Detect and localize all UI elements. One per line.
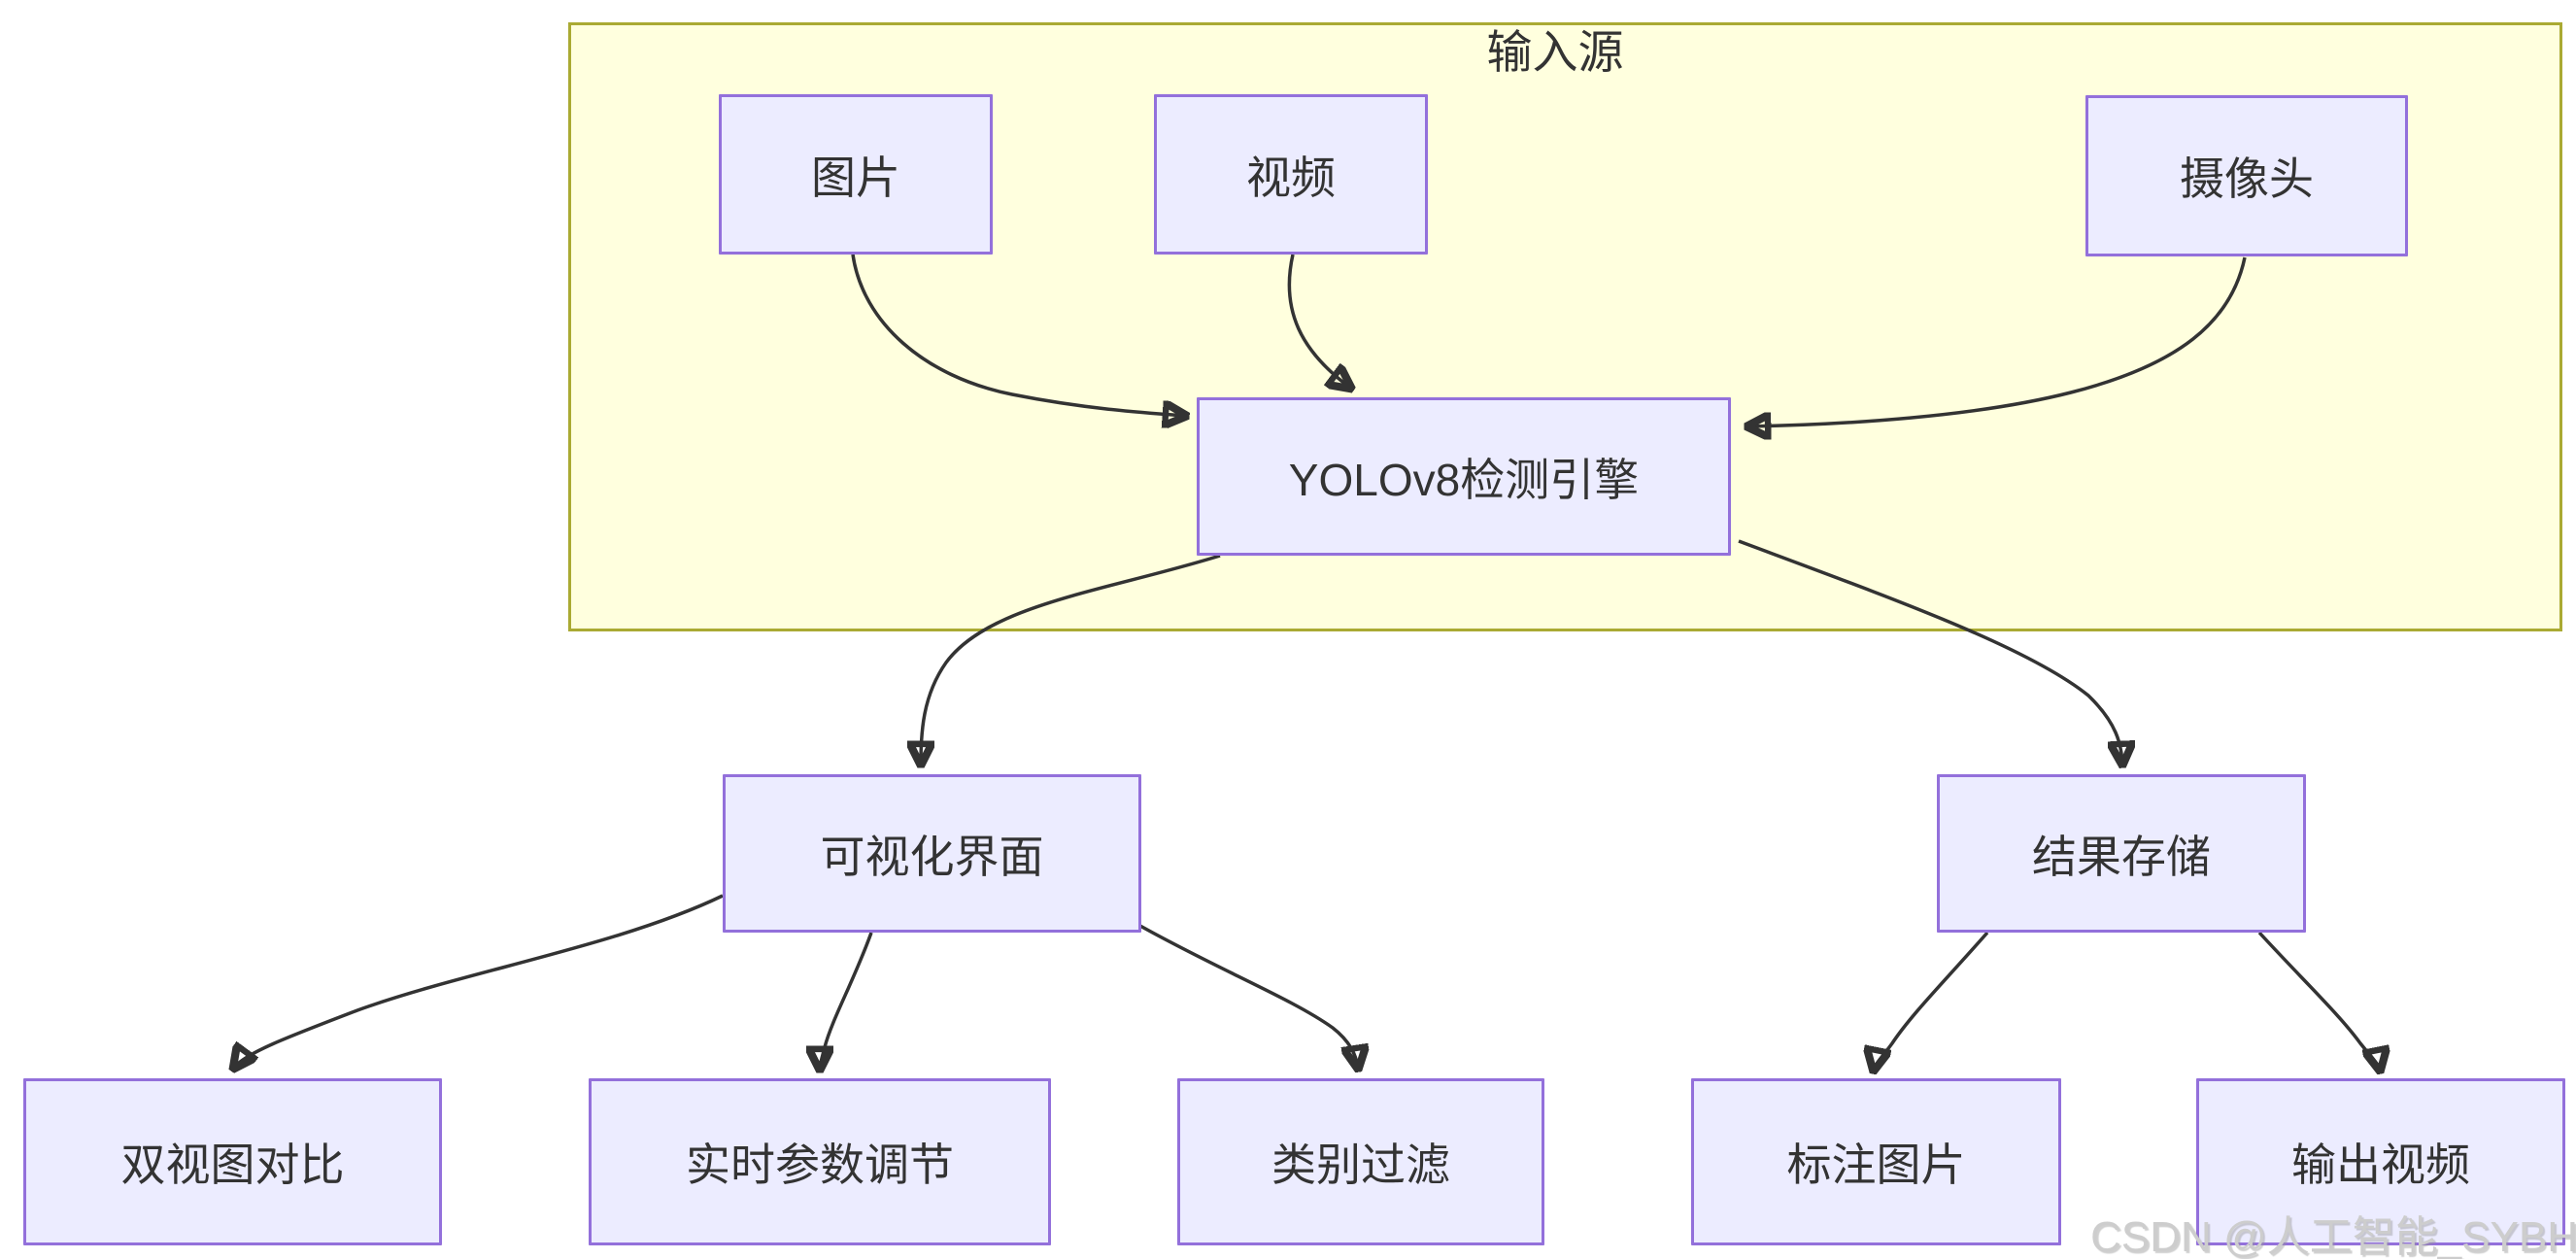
edge-storage-to-output <box>2257 931 2380 1070</box>
node-output-video-label: 输出视频 <box>2291 1140 2470 1190</box>
node-camera: 摄像头 <box>2085 95 2408 256</box>
node-class-filter: 类别过滤 <box>1177 1078 1544 1245</box>
node-video-label: 视频 <box>1246 152 1336 203</box>
node-param-tuning-label: 实时参数调节 <box>686 1140 954 1190</box>
edge-engine-to-storage <box>1738 539 2122 764</box>
node-class-filter-label: 类别过滤 <box>1271 1140 1450 1190</box>
csdn-watermark: CSDN @人工智能_SYBH <box>2090 1213 2576 1259</box>
edge-ui-to-dual-view <box>234 894 724 1068</box>
node-image: 图片 <box>719 94 993 255</box>
node-dual-view-label: 双视图对比 <box>120 1140 345 1190</box>
node-storage-label: 结果存储 <box>2032 831 2211 882</box>
node-dual-view: 双视图对比 <box>23 1078 442 1245</box>
node-annotated-images: 标注图片 <box>1691 1078 2061 1245</box>
node-param-tuning: 实时参数调节 <box>589 1078 1051 1245</box>
node-storage: 结果存储 <box>1937 774 2306 933</box>
node-annotated-images-label: 标注图片 <box>1786 1140 1966 1190</box>
edge-engine-to-ui <box>921 554 1221 764</box>
node-camera-label: 摄像头 <box>2180 153 2314 204</box>
edge-storage-to-annotated <box>1874 931 1989 1070</box>
node-output-video: 输出视频 <box>2196 1078 2565 1245</box>
edge-image-to-engine <box>851 254 1185 416</box>
cluster-title: 输入源 <box>1486 26 1624 78</box>
edge-video-to-engine <box>1287 254 1350 388</box>
node-ui: 可视化界面 <box>723 774 1141 933</box>
edge-camera-to-engine <box>1748 256 2247 426</box>
node-video: 视频 <box>1154 94 1428 255</box>
edge-ui-to-param <box>820 932 873 1069</box>
edge-ui-to-filter <box>1137 923 1358 1068</box>
node-image-label: 图片 <box>811 152 900 203</box>
node-ui-label: 可视化界面 <box>820 831 1044 882</box>
node-engine-label: YOLOv8检测引擎 <box>1288 454 1640 505</box>
node-engine: YOLOv8检测引擎 <box>1197 397 1731 556</box>
